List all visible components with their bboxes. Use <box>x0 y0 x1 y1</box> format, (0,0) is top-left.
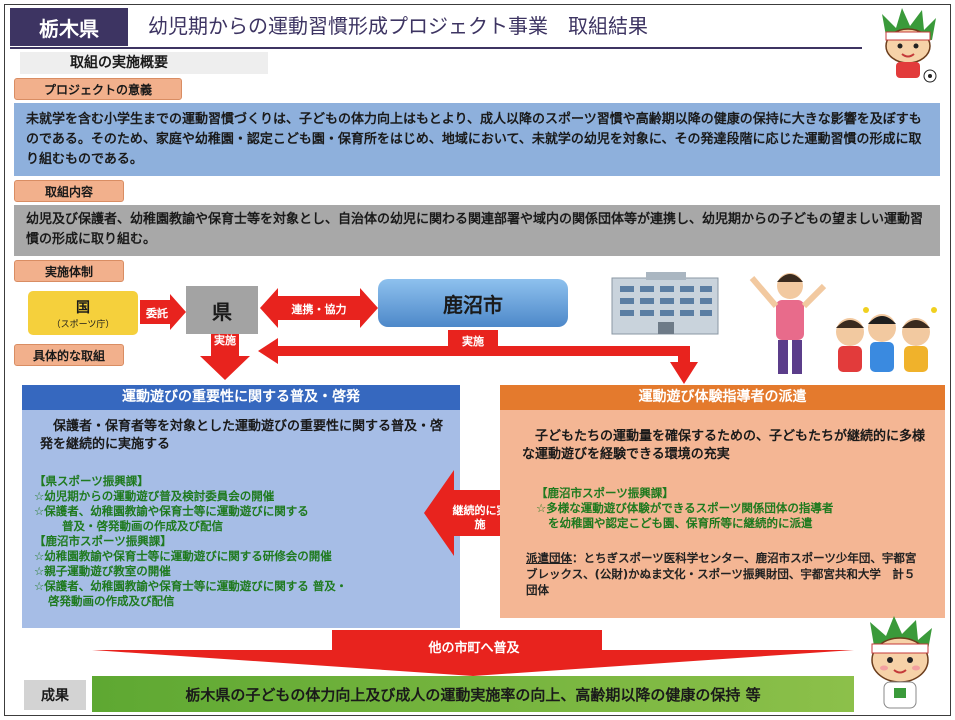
entrust-arrow-icon <box>140 294 186 330</box>
national-sub-label: （スポーツ庁） <box>51 319 115 330</box>
header-divider <box>10 47 862 49</box>
national-label: 国 <box>76 299 90 316</box>
structure-label: 実施体制 <box>14 260 124 282</box>
continuous-implementation-label: 継続的に実施 <box>452 504 508 531</box>
spread-arrow-icon <box>92 630 854 676</box>
cooperation-arrow-icon <box>260 288 378 328</box>
list-item: ☆幼児期からの運動遊び普及検討委員会の開催 <box>34 489 275 503</box>
page-frame <box>4 4 951 716</box>
mascot-illustration-icon <box>882 8 937 83</box>
list-item: ☆幼稚園教諭や保育士等に運動遊びに関する研修会の開催 <box>34 549 332 563</box>
awareness-lead: 保護者・保育者等を対象とした運動遊びの重要性に関する普及・啓発を継続的に実施する <box>40 419 444 452</box>
overview-heading: 取組の実施概要 <box>20 52 268 74</box>
dispatch-lead: 子どもたちの運動量を確保するための、子どもたちが継続的に多様な運動遊びを経験でき… <box>522 429 926 462</box>
section-heading: 【鹿沼市スポーツ振興課】 <box>536 486 674 500</box>
city-box: 鹿沼市 <box>378 279 568 327</box>
list-item: ☆保護者、幼稚園教諭や保育士等に運動遊びに関する <box>34 504 309 518</box>
cooperation-label: 連携・協力 <box>291 303 347 316</box>
exercising-children-icon <box>749 273 937 374</box>
result-label: 成果 <box>24 680 86 710</box>
mascot-character-icon <box>870 616 932 709</box>
page-title: 幼児期からの運動習慣形成プロジェクト事業 取組結果 <box>148 14 648 38</box>
content-text: 幼児及び保護者、幼稚園教諭や保育士等を対象とし、自治体の幼児に関わる関連部署や域… <box>14 205 940 256</box>
prefecture-box: 県 <box>186 286 258 334</box>
awareness-panel: 保護者・保育者等を対象とした運動遊びの重要性に関する普及・啓発を継続的に実施する… <box>22 410 460 628</box>
section-heading: 【県スポーツ振興課】 <box>34 474 149 488</box>
awareness-items: 【県スポーツ振興課】 ☆幼児期からの運動遊び普及検討委員会の開催 ☆保護者、幼稚… <box>34 474 454 609</box>
city-implement-label: 実施 <box>462 335 484 348</box>
prefecture-badge: 栃木県 <box>10 8 128 46</box>
list-item: 普及・啓発動画の作成及び配信 <box>62 519 223 533</box>
spread-label: 他の市町へ普及 <box>428 641 520 656</box>
significance-label: プロジェクトの意義 <box>14 78 182 100</box>
list-item: ☆親子運動遊び教室の開催 <box>34 564 171 578</box>
dispatch-organizations-label: 派遣団体 <box>526 551 572 565</box>
list-item: を幼稚園や認定こども園、保育所等に継続的に派遣 <box>548 516 813 530</box>
list-item: 啓発動画の作成及び配信 <box>48 594 175 608</box>
national-agency-box: 国 （スポーツ庁） <box>28 291 138 335</box>
prefecture-down-arrow-icon <box>200 334 250 380</box>
section-heading: 【鹿沼市スポーツ振興課】 <box>34 534 172 548</box>
dispatch-items: 【鹿沼市スポーツ振興課】 ☆多様な運動遊び体験ができるスポーツ関係団体の指導者 … <box>536 486 936 531</box>
city-branch-arrow-icon <box>258 330 698 384</box>
entrust-label: 委託 <box>146 307 168 320</box>
awareness-panel-title: 運動遊びの重要性に関する普及・啓発 <box>22 385 460 410</box>
result-text: 栃木県の子どもの体力向上及び成人の運動実施率の向上、高齢期以降の健康の保持 等 <box>92 676 854 712</box>
building-icon <box>611 272 719 335</box>
instructor-dispatch-panel: 子どもたちの運動量を確保するための、子どもたちが継続的に多様な運動遊びを経験でき… <box>500 410 945 618</box>
list-item: ☆保護者、幼稚園教諭や保育士等に運動遊びに関する 普及・ <box>34 579 348 593</box>
instructor-dispatch-panel-title: 運動遊び体験指導者の派遣 <box>500 385 945 410</box>
prefecture-implement-label: 実施 <box>214 334 236 347</box>
dispatch-organizations: 派遣団体：とちぎスポーツ医科学センター、鹿沼市スポーツ少年団、宇都宮ブレックス、… <box>526 550 926 598</box>
specific-actions-label: 具体的な取組 <box>14 344 124 366</box>
content-label: 取組内容 <box>14 180 124 202</box>
dispatch-organizations-text: ：とちぎスポーツ医科学センター、鹿沼市スポーツ少年団、宇都宮ブレックス、(公財)… <box>526 551 917 597</box>
significance-text: 未就学を含む小学生までの運動習慣づくりは、子どもの体力向上はもとより、成人以降の… <box>14 103 940 176</box>
list-item: ☆多様な運動遊び体験ができるスポーツ関係団体の指導者 <box>536 501 834 515</box>
